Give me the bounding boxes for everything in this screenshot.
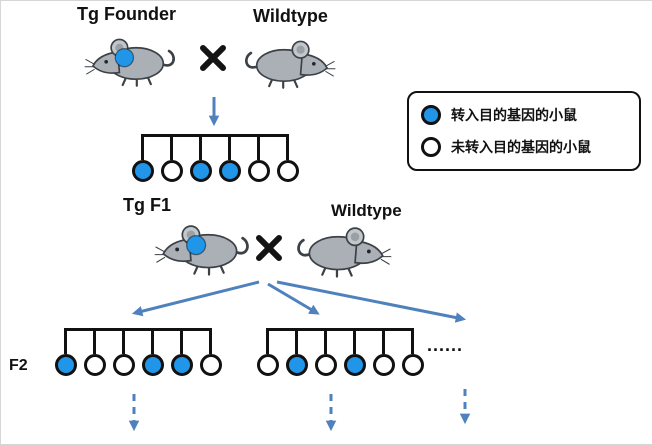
tg-founder-mouse [83,38,175,88]
offspring-drop [369,328,398,376]
arrow-f1-cross-to-more-litters [276,280,467,323]
offspring-drop [273,134,302,182]
offspring-drop [157,134,186,182]
non-transgenic-offspring-circle [247,160,270,182]
legend-box: 转入目的基因的小鼠 未转入目的基因的小鼠 [407,91,641,171]
transgenic-offspring-circle [218,160,241,182]
drop-line [122,328,125,354]
non-transgenic-offspring-circle [83,354,106,376]
offspring-drop [186,134,215,182]
transgenic-offspring-circle [170,354,193,376]
offspring-drop [282,328,311,376]
non-transgenic-offspring-circle [276,160,299,182]
offspring-drop [167,328,196,376]
non-transgenic-offspring-circle [199,354,222,376]
transgenic-offspring-circle [285,354,308,376]
transgenic-legend-label: 转入目的基因的小鼠 [451,107,577,123]
offspring-drop [51,328,80,376]
offspring-drop [109,328,138,376]
offspring-drop [311,328,340,376]
wildtype-mouse-gen2 [297,226,393,278]
litter-line [65,328,211,331]
non-transgenic-offspring-circle [372,354,395,376]
drop-line [151,328,154,354]
drop-line [64,328,67,354]
litter-line [267,328,413,331]
drop-line [353,328,356,354]
drop-line [199,134,202,160]
offspring-drop [215,134,244,182]
tg-f1-label: Tg F1 [123,195,171,215]
drop-line [93,328,96,354]
arrow-f1-cross-to-f2-litter-1 [131,280,260,317]
non-transgenic-offspring-circle [112,354,135,376]
non-transgenic-offspring-circle [314,354,337,376]
more-litters-ellipsis: ...... [427,335,464,355]
non-transgenic-offspring-circle [401,354,424,376]
offspring-drop [128,134,157,182]
wildtype-label-gen1: Wildtype [253,6,328,26]
wildtype-label-gen2: Wildtype [331,201,402,220]
transgenic-legend-circle [421,105,441,125]
transgene-dot [185,235,207,256]
tg-founder-label: Tg Founder [77,4,176,24]
wildtype-mouse-gen1 [245,40,337,90]
transgenic-offspring-circle [141,354,164,376]
non-transgenic-offspring-circle [160,160,183,182]
offspring-drop [80,328,109,376]
cross-icon [200,45,226,71]
f2-litter-comb-2 [253,328,427,376]
transgene-dot [114,47,135,68]
transgenic-offspring-circle [189,160,212,182]
offspring-drop [196,328,225,376]
cross-icon [256,235,282,261]
offspring-drop [398,328,427,376]
offspring-drop [138,328,167,376]
drop-line [295,328,298,354]
offspring-drop [253,328,282,376]
non-transgenic-legend-label: 未转入目的基因的小鼠 [451,139,591,155]
f2-generation-label: F2 [9,357,28,374]
offspring-drop [340,328,369,376]
f1-litter-comb [128,134,302,182]
drop-line [257,134,260,160]
drop-line [170,134,173,160]
legend-item-non-transgenic: 未转入目的基因的小鼠 [421,137,627,157]
transgenic-offspring-circle [131,160,154,182]
transgenic-offspring-circle [54,354,77,376]
drop-line [180,328,183,354]
offspring-drop [244,134,273,182]
drop-line [141,134,144,160]
non-transgenic-legend-circle [421,137,441,157]
arrow-f1-cross-to-f2-litter-2 [267,282,320,315]
legend-item-transgenic: 转入目的基因的小鼠 [421,105,627,125]
drop-line [411,328,414,354]
non-transgenic-offspring-circle [256,354,279,376]
drop-line [382,328,385,354]
drop-line [228,134,231,160]
drop-line [324,328,327,354]
tg-f1-mouse [153,224,249,276]
drop-line [266,328,269,354]
litter-line [142,134,288,137]
drop-line [209,328,212,354]
f2-litter-comb-1 [51,328,225,376]
transgenic-offspring-circle [343,354,366,376]
drop-line [286,134,289,160]
